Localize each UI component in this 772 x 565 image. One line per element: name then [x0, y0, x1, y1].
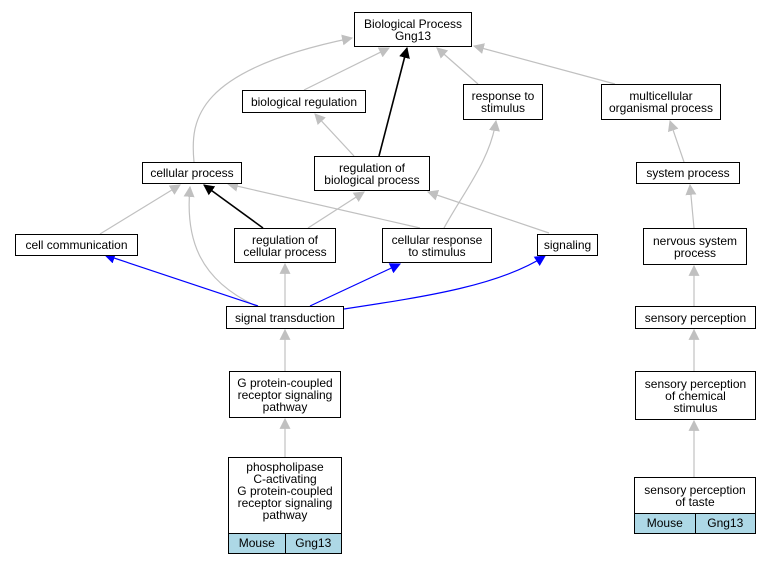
node-sensory-perception-of-chemical-stimulus[interactable]: sensory perception of chemical stimulus — [635, 371, 756, 420]
node-sensory-perception[interactable]: sensory perception — [635, 306, 756, 329]
edge-cellcomm-cellproc — [99, 184, 181, 235]
node-label: signaling — [543, 238, 592, 252]
node-nervous-system-process[interactable]: nervous system process — [643, 228, 747, 265]
node-label: response to stimulus — [471, 89, 535, 115]
species-cell[interactable]: Mouse — [229, 534, 285, 553]
node-response-to-stimulus[interactable]: response to stimulus — [463, 84, 543, 120]
node-regulation-of-cellular-process[interactable]: regulation of cellular process — [234, 228, 336, 263]
edge-cellproc-root — [192, 34, 354, 163]
node-label: multicellular organismal process — [608, 89, 714, 115]
node-multicellular-organismal-process[interactable]: multicellular organismal process — [601, 84, 721, 120]
node-signal-transduction[interactable]: signal transduction — [226, 306, 344, 329]
edge-sigtrans-cellresp — [309, 263, 401, 307]
node-label: biological regulation — [250, 94, 358, 109]
edge-sys-multi — [667, 119, 685, 163]
edge-bioreg-root — [303, 47, 390, 91]
edge-cellresp-cellproc — [226, 180, 421, 229]
node-cellular-process[interactable]: cellular process — [142, 162, 242, 184]
node-sensory-perception-of-taste[interactable]: sensory perception of taste — [634, 477, 756, 514]
edge-regbio-root — [378, 46, 410, 157]
node-regulation-of-biological-process[interactable]: regulation of biological process — [314, 156, 430, 191]
edge-regbio-bioreg — [314, 113, 355, 157]
node-label: regulation of biological process — [324, 160, 420, 187]
node-label: cellular response to stimulus — [391, 232, 483, 259]
node-label: regulation of cellular process — [243, 232, 327, 259]
node-label: phospholipase C-activating G protein-cou… — [237, 460, 333, 522]
node-cellular-response-to-stimulus[interactable]: cellular response to stimulus — [382, 228, 492, 263]
node-label: G protein-coupled receptor signaling pat… — [237, 375, 333, 414]
edge-sigtrans-cellcomm — [103, 252, 259, 307]
node-biological-regulation[interactable]: biological regulation — [242, 90, 366, 113]
node-label: system process — [646, 166, 730, 180]
edge-regcell-regbio — [307, 191, 365, 229]
node-label: nervous system process — [652, 233, 738, 260]
annotation-row-taste: Mouse Gng13 — [634, 513, 756, 534]
edge-sigtrans-cellproc — [183, 185, 257, 307]
node-gpcr-signaling-pathway[interactable]: G protein-coupled receptor signaling pat… — [229, 371, 341, 418]
annotation-row-plc: Mouse Gng13 — [228, 533, 342, 554]
edge-resp-root — [436, 47, 479, 85]
edge-nerv-sys — [685, 183, 697, 229]
edge-signaling-regbio — [426, 189, 550, 234]
node-biological-process[interactable]: Biological Process Gng13 — [354, 12, 472, 47]
edge-sigtrans-signaling — [343, 255, 546, 310]
node-label: Biological Process Gng13 — [363, 16, 463, 43]
gene-cell[interactable]: Gng13 — [284, 534, 341, 553]
node-system-process[interactable]: system process — [636, 162, 740, 184]
node-signaling[interactable]: signaling — [537, 234, 598, 256]
edge-regcell-cellproc — [203, 184, 264, 229]
node-cell-communication[interactable]: cell communication — [15, 234, 138, 256]
species-cell[interactable]: Mouse — [635, 514, 695, 533]
node-label: sensory perception — [644, 310, 747, 325]
node-label: sensory perception of chemical stimulus — [644, 376, 747, 415]
node-label: cellular process — [150, 166, 234, 180]
node-label: sensory perception of taste — [644, 482, 746, 509]
node-plc-activating-gpcr-pathway[interactable]: phospholipase C-activating G protein-cou… — [228, 457, 342, 534]
gene-cell[interactable]: Gng13 — [694, 514, 755, 533]
node-label: cell communication — [25, 238, 128, 252]
edge-multi-root — [472, 43, 616, 85]
node-label: signal transduction — [234, 310, 336, 325]
edge-cellresp-resp — [443, 119, 500, 229]
